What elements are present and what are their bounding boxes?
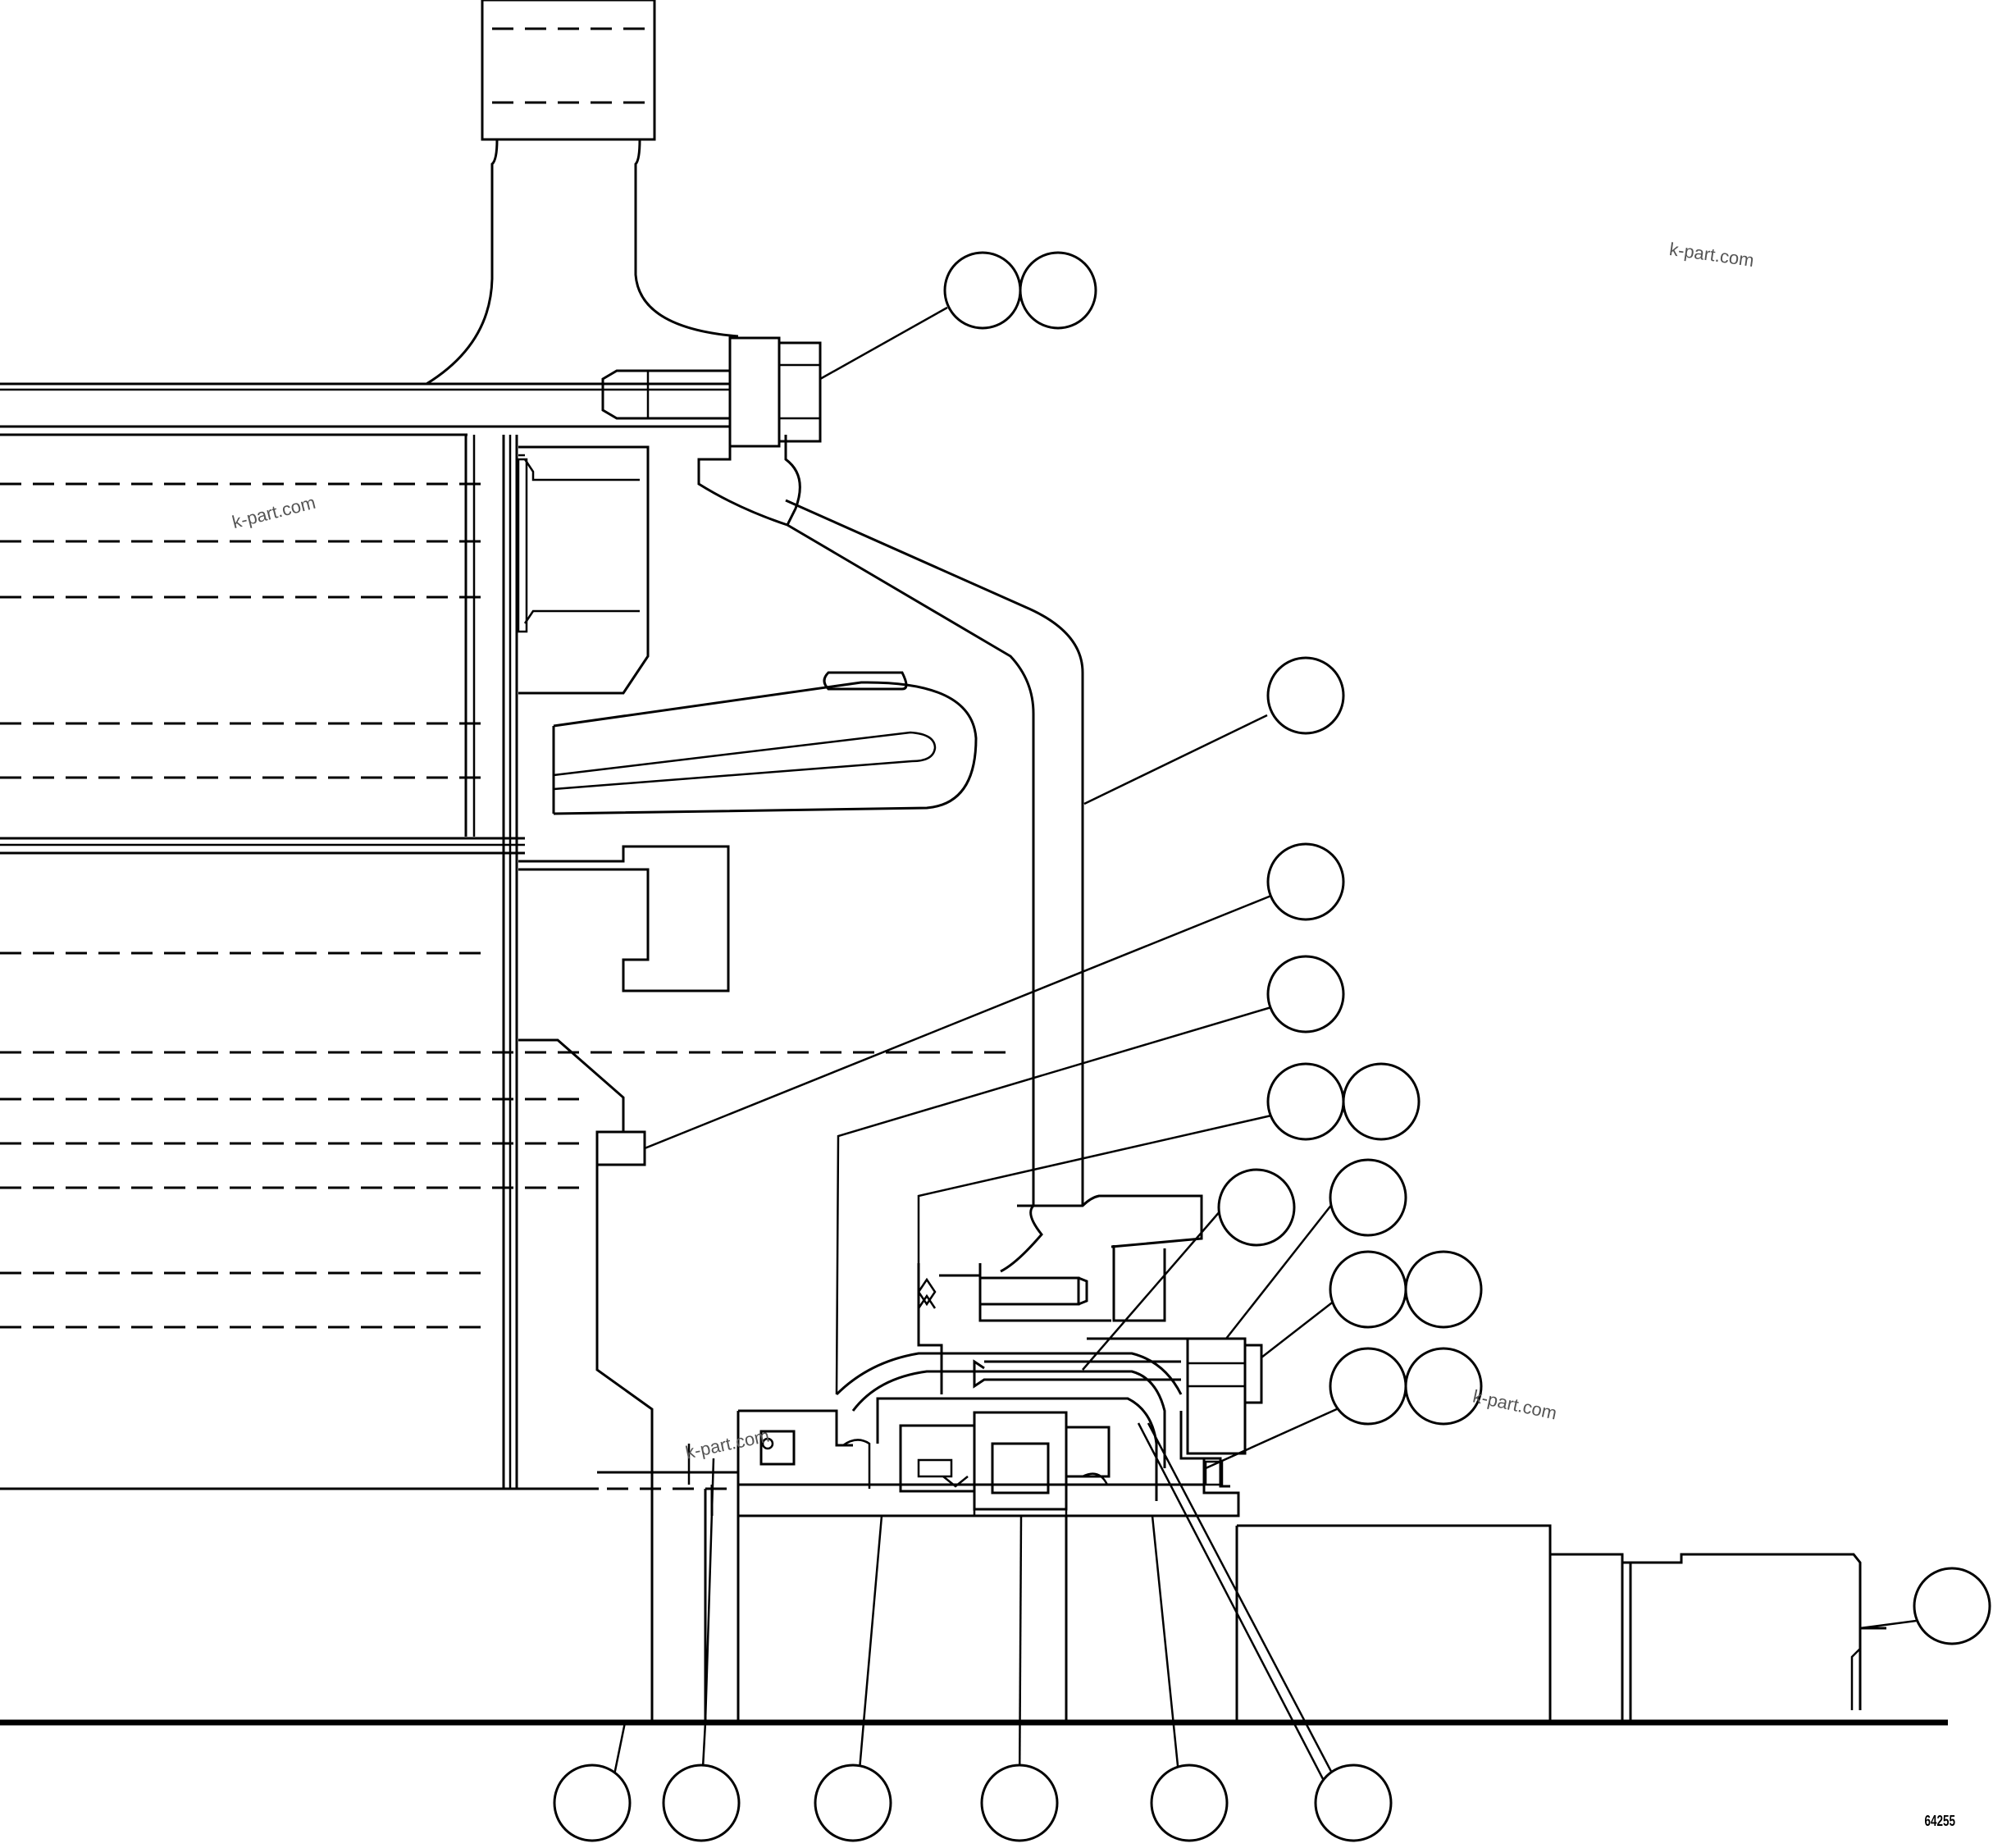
- mounting-lug: [426, 0, 739, 386]
- callout-balloon: [1019, 251, 1097, 330]
- callout-balloon: [1342, 1062, 1421, 1141]
- stator-stack: [0, 435, 1009, 1723]
- figure-number: 64255: [1924, 1813, 1955, 1829]
- callout-balloon: [1329, 1347, 1407, 1426]
- callout-balloon: [943, 251, 1022, 330]
- callout-balloon: [1266, 955, 1345, 1034]
- callout-balloon: [1150, 1764, 1229, 1842]
- callout-balloon: [1329, 1158, 1407, 1237]
- callout-balloon: [1404, 1250, 1483, 1329]
- callout-balloon: [1266, 1062, 1345, 1141]
- frame-bracket: [785, 499, 1203, 1273]
- shaft: [0, 1471, 1948, 1726]
- callout-balloon: [1314, 1764, 1393, 1842]
- callout-balloon: [814, 1764, 892, 1842]
- callout-balloon: [553, 1764, 632, 1842]
- upper-housing: [0, 336, 822, 527]
- bearing-assembly: [687, 1245, 1263, 1517]
- callout-balloon: [1913, 1567, 1991, 1645]
- callout-balloons: [553, 251, 1991, 1842]
- callout-balloon: [1266, 656, 1345, 735]
- callout-balloon: [980, 1764, 1059, 1842]
- leader-lines: [608, 306, 1954, 1800]
- callout-balloon: [662, 1764, 741, 1842]
- callout-balloon: [1404, 1347, 1483, 1426]
- callout-balloon: [1217, 1168, 1296, 1247]
- callout-balloon: [1329, 1250, 1407, 1329]
- callout-balloon: [1266, 842, 1345, 921]
